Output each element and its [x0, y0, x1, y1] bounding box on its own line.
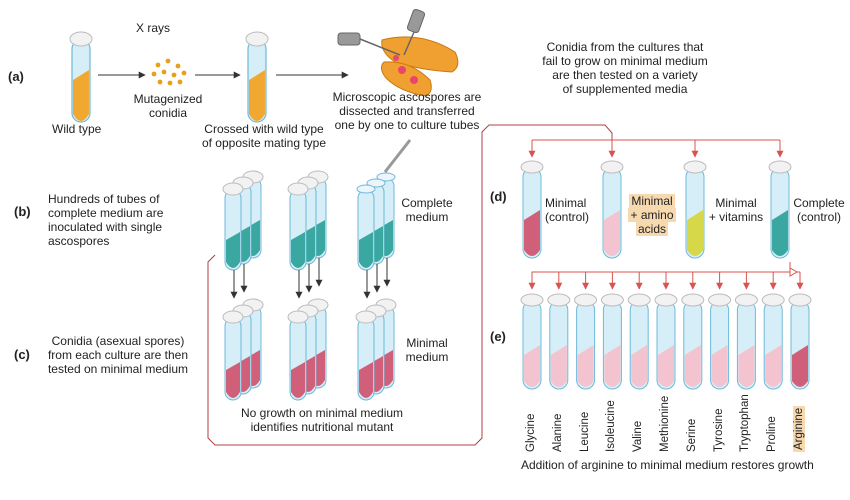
label-tyrosine: Tyrosine [712, 408, 725, 452]
label-arginine: Arginine [793, 405, 805, 452]
tube-proline [761, 293, 785, 390]
tube-alanine [547, 293, 571, 390]
label-tryptophan: Tryptophan [739, 394, 752, 452]
tube-valine [627, 293, 651, 390]
minimal-amino-acids-label: Minimal + amino acids [628, 194, 676, 236]
e-branch-arrows [528, 272, 804, 290]
part-b-label: (b) [14, 204, 31, 219]
tube-arginine [788, 293, 812, 390]
label-valine: Valine [632, 420, 645, 452]
ascospore-dissection [337, 8, 459, 97]
conidia-tested-label: Conidia (asexual spores)from each cultur… [47, 334, 189, 376]
complete-medium-tube-group-3 [356, 172, 396, 271]
connector-c-to-d [207, 124, 613, 446]
complete-control-label: Complete(control) [793, 196, 845, 224]
tube-methionine [654, 293, 678, 390]
part-d-label: (d) [490, 189, 507, 204]
conclusion-label: Addition of arginine to minimal medium r… [521, 458, 814, 472]
minimal-control-label: Minimal(control) [545, 196, 590, 224]
label-serine: Serine [685, 418, 698, 452]
tube-complete-control [768, 160, 792, 259]
label-leucine: Leucine [578, 411, 591, 452]
mutagenized-conidia-dots [151, 58, 187, 86]
tube-minimal-vitamins [683, 160, 707, 259]
label-glycine: Glycine [525, 413, 537, 452]
crossed-tube [245, 31, 269, 123]
pipette [383, 139, 412, 173]
complete-medium-tube-group-2 [287, 170, 329, 271]
minimal-vitamins-label: Minimal+ vitamins [708, 196, 764, 224]
tube-minimal-control [520, 160, 544, 259]
label-methionine: Methionine [659, 395, 671, 452]
minimal-medium-tube-group-3 [355, 298, 397, 401]
tube-tyrosine [708, 293, 732, 390]
d-branch-arrows [528, 139, 784, 158]
complete-medium-tube-group-1 [222, 170, 264, 271]
minimal-medium-tube-group-1 [222, 298, 264, 401]
part-c-label: (c) [14, 347, 30, 362]
x-rays-label: X rays [136, 21, 171, 35]
wild-type-tube [69, 31, 93, 123]
label-isoleucine: Isoleucine [605, 400, 618, 452]
arrows-b-to-c [230, 258, 391, 299]
wild-type-label: Wild type [52, 122, 102, 136]
label-alanine: Alanine [551, 413, 564, 452]
minimal-medium-tube-group-2 [287, 298, 329, 401]
tube-glycine [520, 293, 544, 390]
label-proline: Proline [766, 416, 779, 452]
amino-acid-tubes [520, 293, 812, 390]
tube-isoleucine [600, 293, 624, 390]
tube-serine [681, 293, 705, 390]
part-a-label: (a) [8, 69, 24, 84]
tube-minimal-amino-acids [600, 160, 624, 259]
part-e-label: (e) [490, 329, 506, 344]
tube-leucine [574, 293, 598, 390]
tube-tryptophan [734, 293, 758, 390]
